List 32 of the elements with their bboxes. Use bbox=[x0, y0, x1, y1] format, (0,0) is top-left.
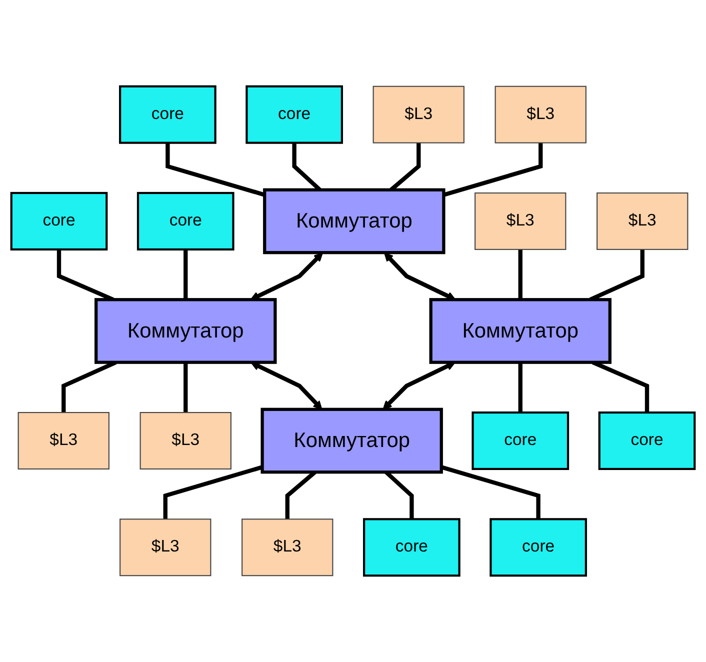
node-box: $L3 bbox=[474, 192, 566, 250]
connector bbox=[184, 362, 188, 413]
node-box: $L3 bbox=[140, 412, 232, 470]
node-box: $L3 bbox=[18, 412, 110, 470]
node-box: $L3 bbox=[372, 86, 464, 144]
node-box: Коммутатор bbox=[429, 298, 612, 364]
arrow bbox=[250, 252, 323, 300]
node-box: Коммутатор bbox=[260, 408, 443, 474]
node-box: Коммутатор bbox=[263, 188, 446, 254]
node-box: core bbox=[10, 192, 108, 250]
arrow bbox=[382, 362, 456, 410]
node-box: $L3 bbox=[494, 86, 586, 144]
arrow bbox=[384, 252, 456, 300]
connector bbox=[440, 465, 540, 520]
node-box: core bbox=[119, 85, 216, 144]
node-box: core bbox=[490, 518, 587, 577]
node-box: core bbox=[136, 192, 234, 250]
arrow bbox=[250, 362, 322, 410]
connector bbox=[163, 465, 263, 520]
node-box: Коммутатор bbox=[94, 298, 277, 364]
node-box: $L3 bbox=[596, 192, 688, 250]
connector bbox=[518, 249, 522, 300]
node-box: core bbox=[598, 412, 696, 470]
node-box: $L3 bbox=[242, 518, 334, 576]
node-box: core bbox=[246, 85, 343, 144]
node-box: $L3 bbox=[120, 518, 212, 576]
connector bbox=[518, 362, 522, 413]
node-box: core bbox=[472, 412, 570, 470]
connector bbox=[443, 142, 543, 197]
connector bbox=[166, 142, 266, 197]
connector bbox=[184, 249, 188, 300]
node-box: core bbox=[363, 518, 460, 577]
